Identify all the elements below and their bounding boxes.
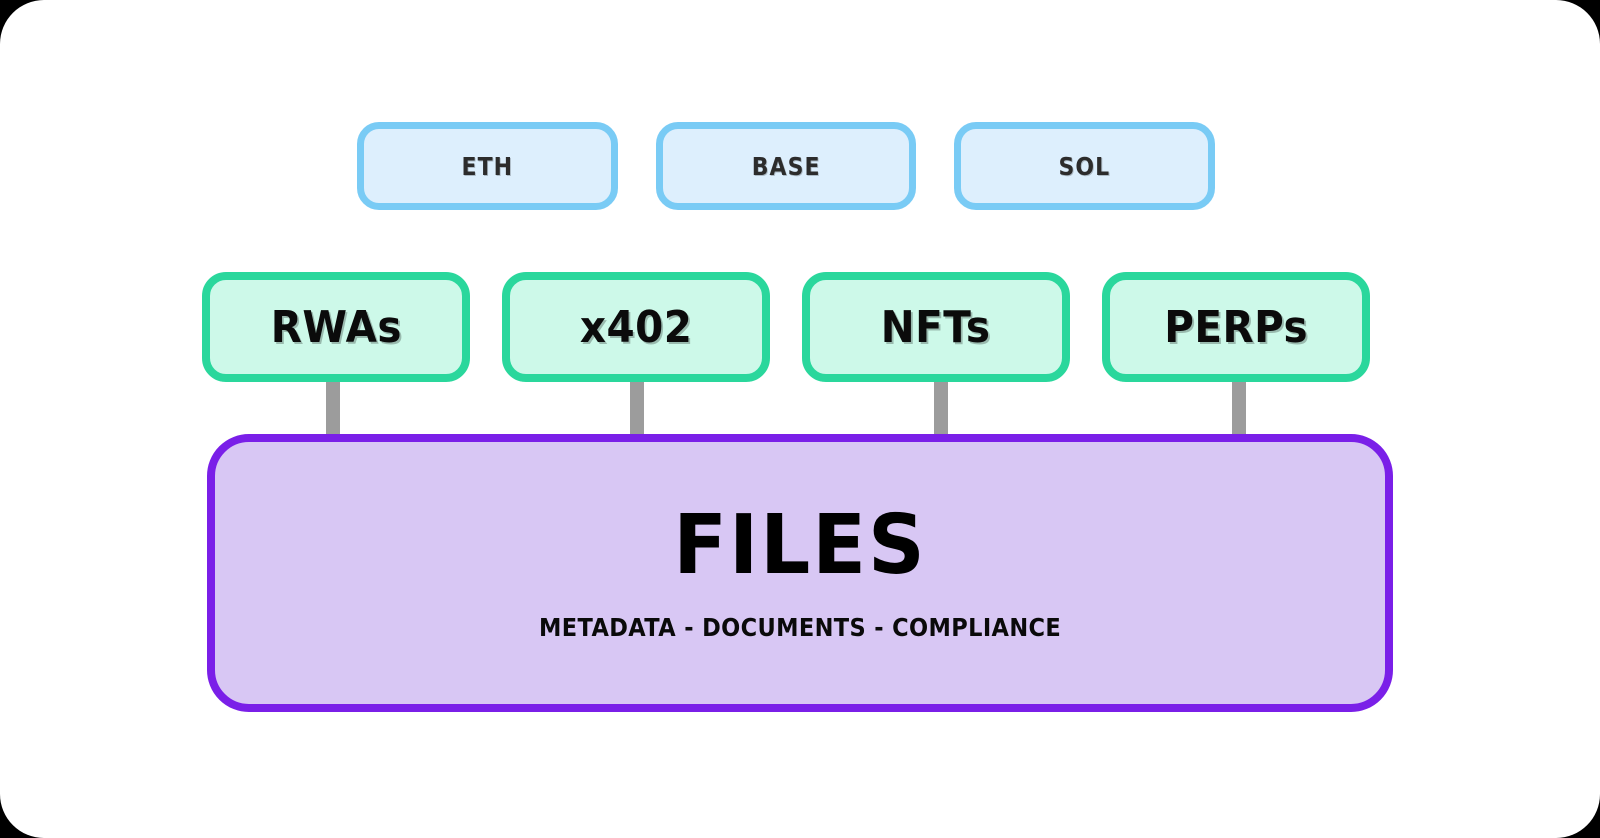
chain-label-base: BASE [751, 151, 821, 181]
base-layer-files[interactable]: FILES METADATA - DOCUMENTS - COMPLIANCE [207, 434, 1393, 712]
chain-row: ETH BASE SOL [357, 122, 1216, 210]
chain-box-sol[interactable]: SOL [954, 122, 1216, 210]
connector-stem-rwas [326, 382, 340, 438]
asset-label-x402: x402 [579, 301, 693, 353]
asset-label-nfts: NFTs [881, 301, 991, 353]
connector-stem-x402 [630, 382, 644, 438]
connector-stem-perps [1232, 382, 1246, 438]
chain-label-eth: ETH [461, 151, 514, 181]
connector-group [0, 382, 1600, 438]
asset-row: RWAs x402 NFTs PERPs [202, 272, 1370, 382]
chain-label-sol: SOL [1058, 151, 1111, 181]
chain-box-base[interactable]: BASE [655, 122, 917, 210]
asset-label-perps: PERPs [1164, 301, 1308, 353]
chain-box-eth[interactable]: ETH [357, 122, 618, 210]
asset-box-x402[interactable]: x402 [502, 272, 770, 382]
asset-box-perps[interactable]: PERPs [1102, 272, 1370, 382]
asset-box-nfts[interactable]: NFTs [802, 272, 1070, 382]
asset-box-rwas[interactable]: RWAs [202, 272, 470, 382]
base-subtitle: METADATA - DOCUMENTS - COMPLIANCE [538, 612, 1062, 642]
connector-stem-nfts [934, 382, 948, 438]
asset-label-rwas: RWAs [270, 301, 402, 353]
base-title: FILES [673, 497, 927, 593]
